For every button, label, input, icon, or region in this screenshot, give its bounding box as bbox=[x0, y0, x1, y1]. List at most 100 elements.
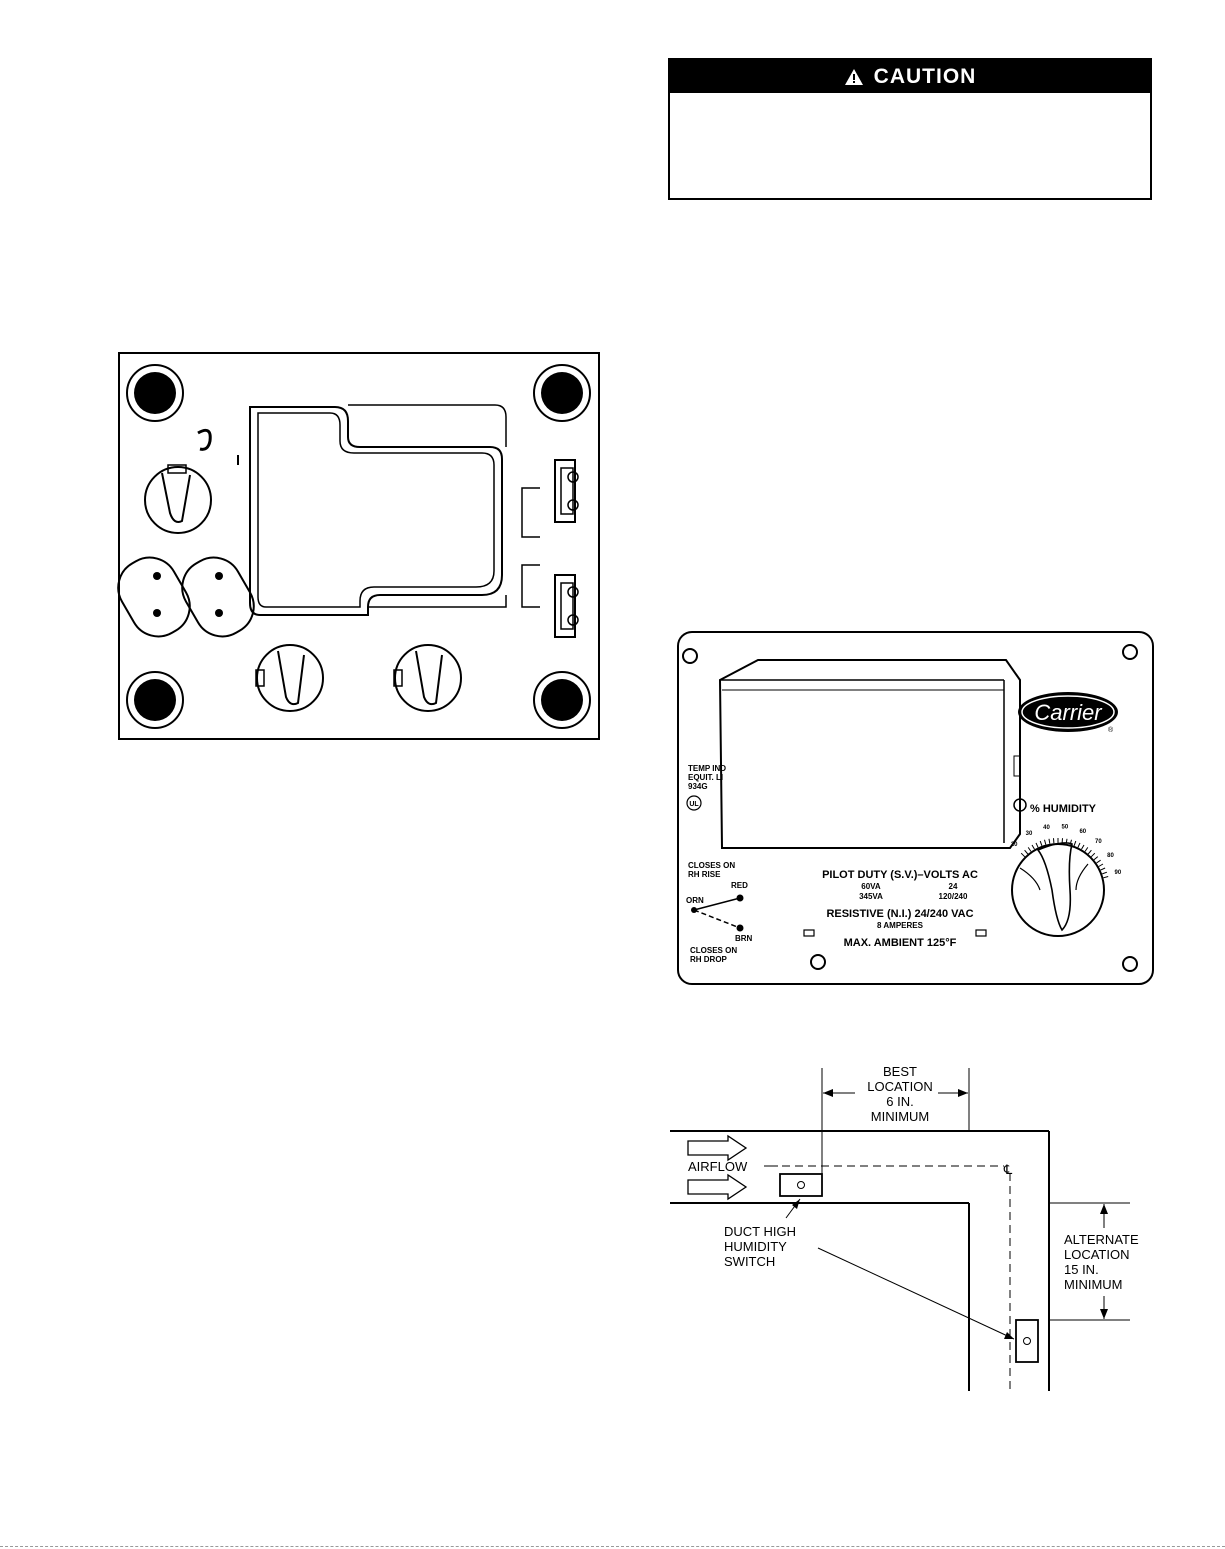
centerline-symbol: ℄ bbox=[1003, 1162, 1013, 1177]
airflow-arrow-icon bbox=[687, 1134, 748, 1162]
alt-2: LOCATION bbox=[1064, 1247, 1130, 1262]
switch-label-1: DUCT HIGH bbox=[724, 1224, 796, 1239]
dial-tick bbox=[1090, 852, 1096, 858]
dial-tick bbox=[1087, 849, 1092, 855]
carrier-logo: Carrier ® bbox=[1018, 692, 1118, 734]
dial-tick bbox=[1035, 842, 1039, 848]
adjust-knob-left bbox=[144, 464, 212, 534]
dial-tick bbox=[1096, 859, 1101, 864]
dial-scale-label: 70 bbox=[1095, 839, 1102, 845]
dial-scale-label: 30 bbox=[1026, 831, 1033, 837]
humidistat-figure: Carrier ® TEMP IND EQUIT. LI 934G UL % H… bbox=[677, 631, 1154, 985]
caution-header: CAUTION bbox=[670, 60, 1150, 93]
dial-tick bbox=[1084, 847, 1089, 852]
humidistat-cover bbox=[718, 659, 1021, 849]
amperes: 8 AMPERES bbox=[877, 921, 924, 930]
adjust-knob-bottom-1 bbox=[255, 644, 324, 712]
screw-hole bbox=[682, 648, 698, 664]
dial-tick bbox=[1044, 839, 1047, 845]
connector-right-lower bbox=[521, 564, 579, 638]
alt-4: MINIMUM bbox=[1064, 1277, 1123, 1292]
dial-tick bbox=[1100, 867, 1106, 871]
set-screw bbox=[1013, 798, 1027, 812]
control-module-figure bbox=[117, 352, 600, 740]
brand-text: Carrier bbox=[1034, 700, 1103, 725]
warning-triangle-icon bbox=[844, 68, 863, 85]
dial-tick bbox=[1093, 856, 1099, 861]
dial-tick bbox=[1024, 849, 1029, 855]
closes-on-drop: CLOSES ON bbox=[690, 946, 737, 955]
dial-tick bbox=[1031, 844, 1035, 850]
pilot-row2-a: 345VA bbox=[859, 892, 883, 901]
dial-tick bbox=[1081, 844, 1085, 850]
dial-scale-label: 20 bbox=[1011, 842, 1018, 848]
grommet-top-right bbox=[533, 364, 591, 422]
svg-text:®: ® bbox=[1108, 726, 1114, 734]
screw-hole bbox=[810, 954, 826, 970]
wire-red: RED bbox=[731, 881, 748, 890]
module-housing bbox=[249, 406, 503, 616]
best-1: BEST bbox=[883, 1064, 917, 1079]
wire-brn: BRN bbox=[735, 934, 753, 943]
label-model: 934G bbox=[688, 782, 708, 791]
alt-1: ALTERNATE bbox=[1064, 1232, 1139, 1247]
switch-alternate bbox=[1015, 1319, 1039, 1363]
pilot-duty: PILOT DUTY (S.V.)–VOLTS AC bbox=[822, 869, 978, 881]
dial-scale-label: 80 bbox=[1107, 853, 1114, 859]
switch-label-2: HUMIDITY bbox=[724, 1239, 787, 1254]
pilot-row1-a: 60VA bbox=[861, 882, 881, 891]
duct-location-diagram: BEST LOCATION 6 IN. MINIMUM AIRFLOW ℄ DU… bbox=[670, 1064, 1139, 1391]
caution-box: CAUTION bbox=[668, 58, 1152, 200]
wire-orn: ORN bbox=[686, 896, 704, 905]
best-2: LOCATION bbox=[867, 1079, 933, 1094]
connector-right-upper bbox=[521, 459, 579, 538]
best-3: 6 IN. bbox=[886, 1094, 913, 1109]
screw-hole bbox=[1122, 956, 1138, 972]
switch-label-3: SWITCH bbox=[724, 1254, 775, 1269]
adjust-knob-bottom-2 bbox=[393, 644, 462, 712]
grommet-bottom-right bbox=[533, 671, 591, 729]
closes-on-rise: CLOSES ON bbox=[688, 861, 735, 870]
best-4: MINIMUM bbox=[871, 1109, 930, 1124]
humidity-dial-knob bbox=[1011, 842, 1105, 937]
page-bottom-rule bbox=[0, 1546, 1225, 1547]
alt-3: 15 IN. bbox=[1064, 1262, 1099, 1277]
terminal-oval-1 bbox=[117, 556, 191, 638]
module-outline bbox=[118, 352, 600, 740]
airflow-label: AIRFLOW bbox=[688, 1159, 748, 1174]
ul-text: UL bbox=[689, 801, 699, 808]
closes-on-drop-2: RH DROP bbox=[690, 955, 728, 964]
dial-tick bbox=[1039, 840, 1043, 846]
humidity-label: % HUMIDITY bbox=[1030, 803, 1097, 815]
caution-title: CAUTION bbox=[873, 64, 977, 88]
dial-tick bbox=[1098, 863, 1104, 867]
max-ambient: MAX. AMBIENT 125°F bbox=[844, 937, 957, 949]
dial-tick bbox=[1027, 847, 1032, 852]
dial-tick bbox=[1103, 876, 1109, 879]
grommet-top-left bbox=[126, 364, 184, 422]
closes-on-rise-2: RH RISE bbox=[688, 870, 721, 879]
label-equit: EQUIT. LI bbox=[688, 773, 723, 782]
dial-tick bbox=[1102, 871, 1108, 875]
ul-mark-icon bbox=[686, 795, 702, 811]
dial-scale-label: 60 bbox=[1079, 829, 1086, 835]
dial-tick bbox=[1073, 840, 1077, 846]
faceplate-outline bbox=[677, 631, 1154, 985]
switch-best bbox=[779, 1173, 823, 1197]
pilot-row2-b: 120/240 bbox=[939, 892, 968, 901]
terminal-oval-2 bbox=[181, 556, 255, 638]
dial-tick bbox=[1048, 838, 1051, 844]
resistive: RESISTIVE (N.I.) 24/240 VAC bbox=[826, 908, 973, 920]
logo-mark bbox=[197, 428, 212, 451]
dial-tick bbox=[1020, 852, 1026, 858]
dial-scale: 20 30 40 50 60 70 80 90 bbox=[1011, 824, 1122, 879]
screw-hole bbox=[1122, 644, 1138, 660]
grommet-bottom-left bbox=[126, 671, 184, 729]
pilot-row1-b: 24 bbox=[949, 882, 958, 891]
label-temp-ind: TEMP IND bbox=[688, 764, 726, 773]
dial-scale-label: 90 bbox=[1115, 870, 1122, 876]
dial-scale-label: 40 bbox=[1043, 825, 1050, 831]
dial-tick bbox=[1077, 842, 1081, 848]
dial-scale-label: 50 bbox=[1062, 824, 1069, 830]
airflow-arrow-icon bbox=[687, 1173, 748, 1201]
